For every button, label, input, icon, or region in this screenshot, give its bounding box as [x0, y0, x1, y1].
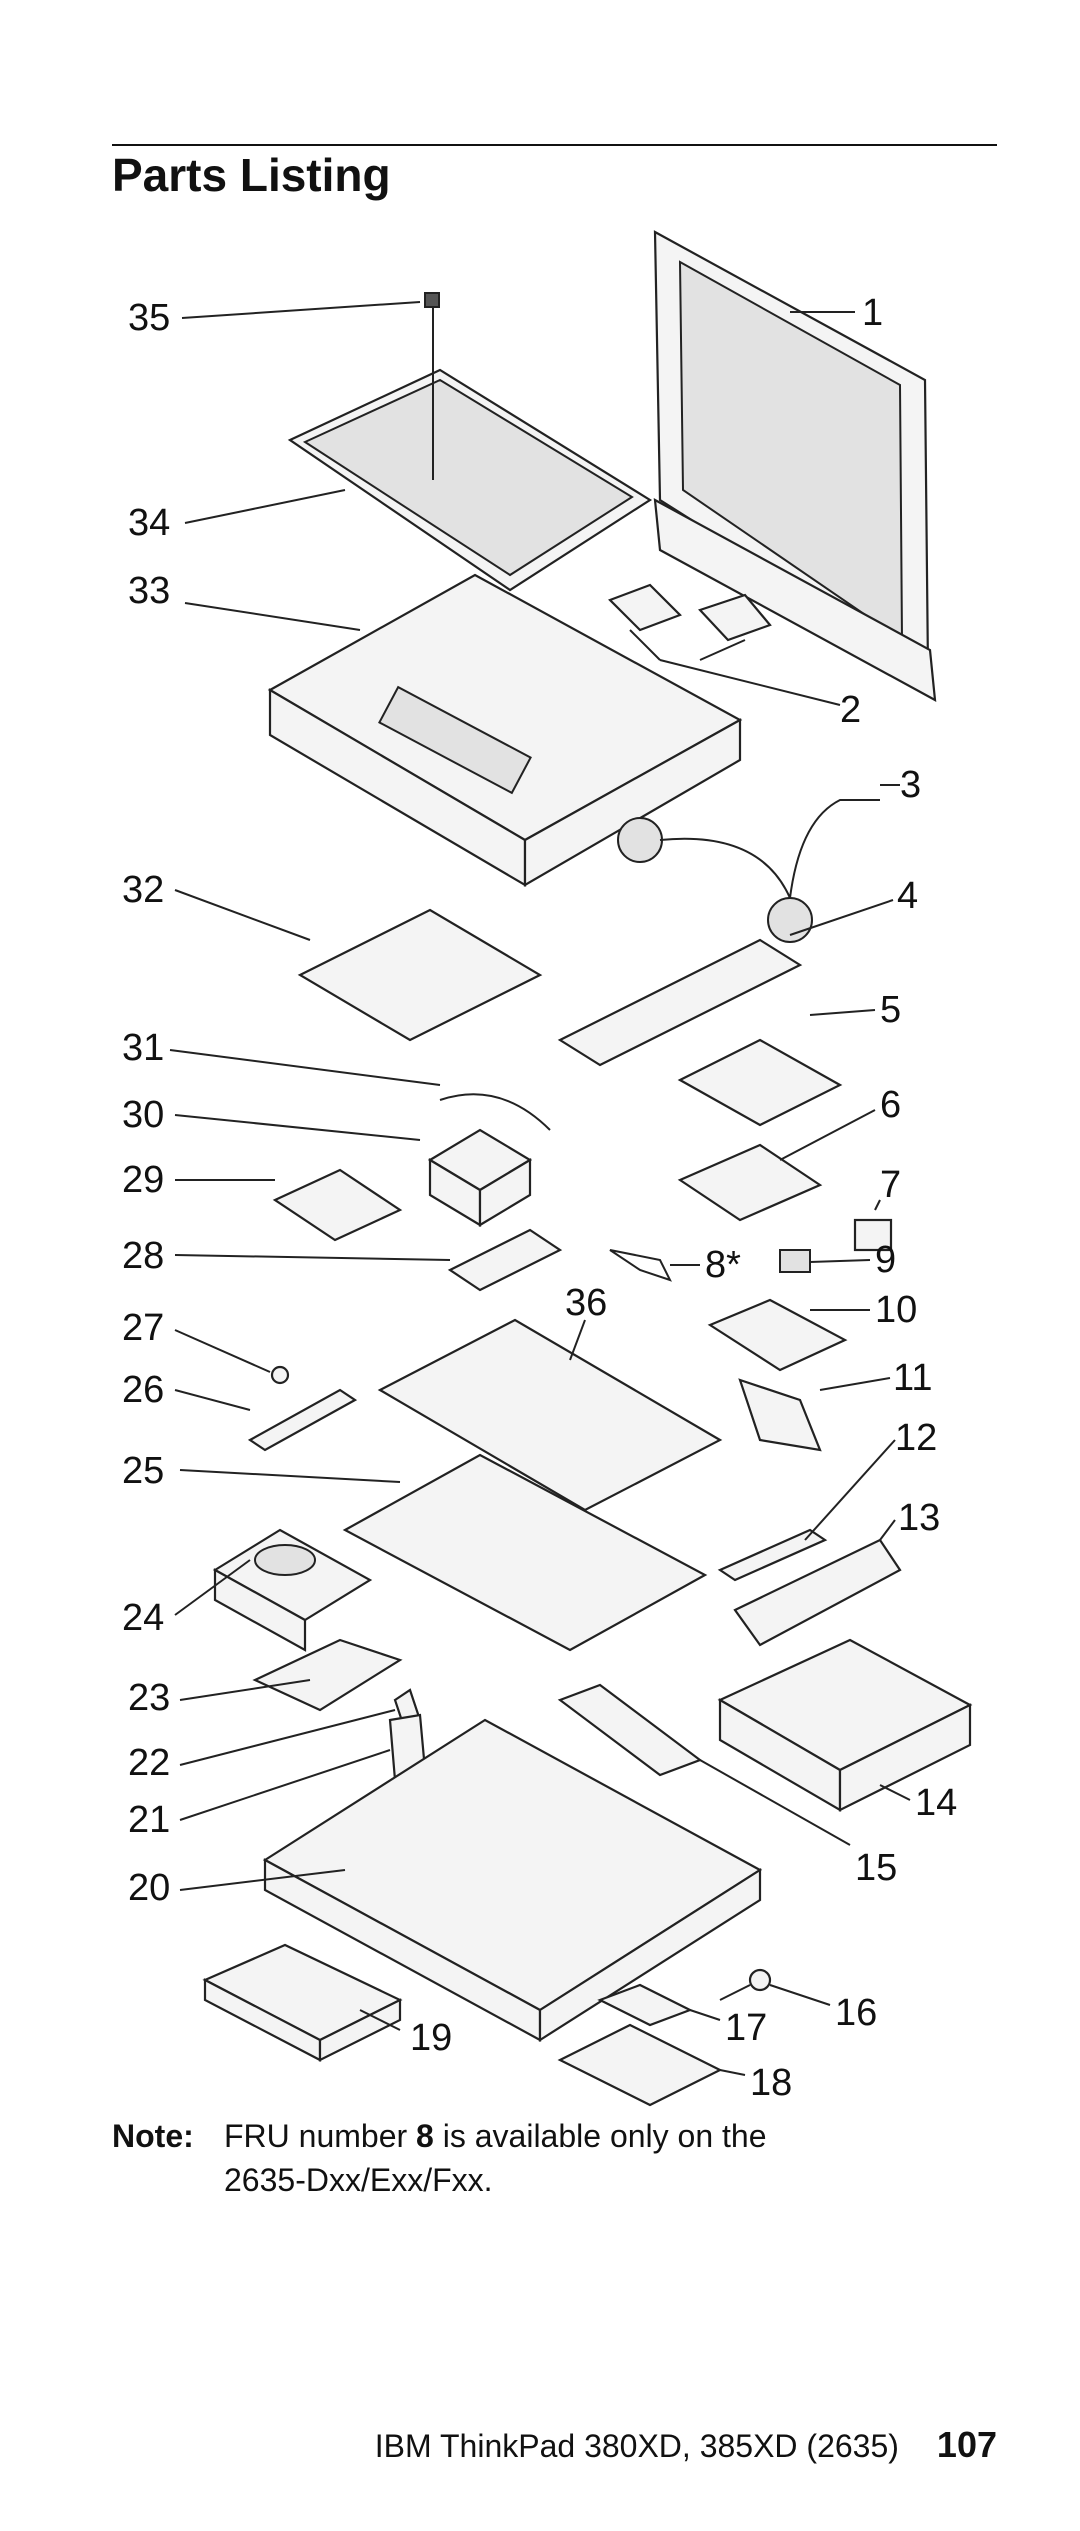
base-frame	[342, 1453, 708, 1652]
lcd-display-assembly	[653, 230, 937, 702]
note-text-after: is available only on the	[433, 2118, 767, 2154]
callout-26: 26	[122, 1369, 164, 1411]
sub-card	[447, 1228, 563, 1292]
keyboard-screw	[424, 292, 440, 308]
bay-frame	[677, 1038, 843, 1127]
board	[707, 1298, 848, 1372]
callout-1: 1	[862, 292, 883, 334]
callout-31: 31	[122, 1027, 164, 1069]
page-footer: IBM ThinkPad 380XD, 385XD (2635) 107	[375, 2424, 997, 2466]
callout-2: 2	[840, 689, 861, 731]
hdd-cable	[252, 1638, 403, 1712]
note-line-2: 2635-Dxx/Exx/Fxx.	[224, 2162, 493, 2198]
speaker-cable	[617, 799, 880, 943]
callout-16: 16	[835, 1992, 877, 2034]
switch-part	[609, 1249, 672, 1282]
keyboard	[287, 368, 653, 592]
callout-9: 9	[875, 1239, 896, 1281]
note-label: Note:	[112, 2118, 194, 2154]
callout-25: 25	[122, 1450, 164, 1492]
modem-card	[272, 1168, 403, 1242]
callout-23: 23	[128, 1677, 170, 1719]
hinge-covers	[608, 583, 772, 661]
callout-3: 3	[900, 764, 921, 806]
callout-34: 34	[128, 502, 170, 544]
callout-27: 27	[122, 1307, 164, 1349]
callout-14: 14	[915, 1782, 957, 1824]
cd-rom-drive	[717, 1638, 973, 1812]
card-slot-assembly	[297, 908, 543, 1042]
page-number: 107	[936, 2424, 997, 2465]
bracket	[557, 938, 803, 1067]
callout-30: 30	[122, 1094, 164, 1136]
base-cover	[262, 1718, 763, 2043]
fan	[427, 1128, 533, 1227]
bracket-4	[733, 1538, 902, 1647]
battery-latch	[719, 1968, 772, 2001]
system-board	[377, 1318, 723, 1512]
footer-title: IBM ThinkPad 380XD, 385XD (2635)	[374, 2428, 899, 2464]
callout-32: 32	[122, 869, 164, 911]
cable	[439, 1093, 551, 1131]
bracket-2	[738, 1378, 822, 1452]
callout-18: 18	[750, 2062, 792, 2104]
callout-8: 8*	[705, 1244, 741, 1286]
callout-7: 7	[880, 1164, 901, 1206]
callout-10: 10	[875, 1289, 917, 1331]
memory-cover	[557, 2023, 723, 2107]
callout-35: 35	[128, 297, 170, 339]
callout-12: 12	[895, 1417, 937, 1459]
screw	[270, 1365, 290, 1385]
callout-21: 21	[128, 1799, 170, 1841]
note-fru-number: 8	[416, 2118, 434, 2154]
callout-17: 17	[725, 2007, 767, 2049]
battery	[202, 1943, 403, 2062]
callout-13: 13	[898, 1497, 940, 1539]
callout-22: 22	[128, 1742, 170, 1784]
note-text-before: FRU number	[224, 2118, 417, 2154]
header-rule	[112, 144, 997, 146]
callout-4: 4	[897, 875, 918, 917]
page-title: Parts Listing	[112, 149, 391, 201]
callout-20: 20	[128, 1867, 170, 1909]
callout-36: 36	[565, 1282, 607, 1324]
bracket-3	[717, 1528, 828, 1582]
callout-29: 29	[122, 1159, 164, 1201]
leader-lines	[169, 301, 911, 2076]
callout-24: 24	[122, 1597, 164, 1639]
hard-disk	[212, 1528, 373, 1652]
latch	[247, 1388, 358, 1452]
callout-11: 11	[893, 1357, 932, 1399]
note-block: Note: FRU number 8 is available only on t…	[112, 2114, 767, 2198]
callout-28: 28	[122, 1235, 164, 1277]
callout-6: 6	[880, 1084, 901, 1126]
callout-15: 15	[855, 1847, 897, 1889]
top-cover	[267, 573, 743, 887]
rail	[557, 1683, 703, 1777]
callout-33: 33	[128, 570, 170, 612]
callout-19: 19	[410, 2017, 452, 2059]
fan-assembly	[677, 1143, 823, 1222]
chip	[779, 1249, 811, 1273]
connector	[853, 1218, 893, 1252]
callout-5: 5	[880, 989, 901, 1031]
